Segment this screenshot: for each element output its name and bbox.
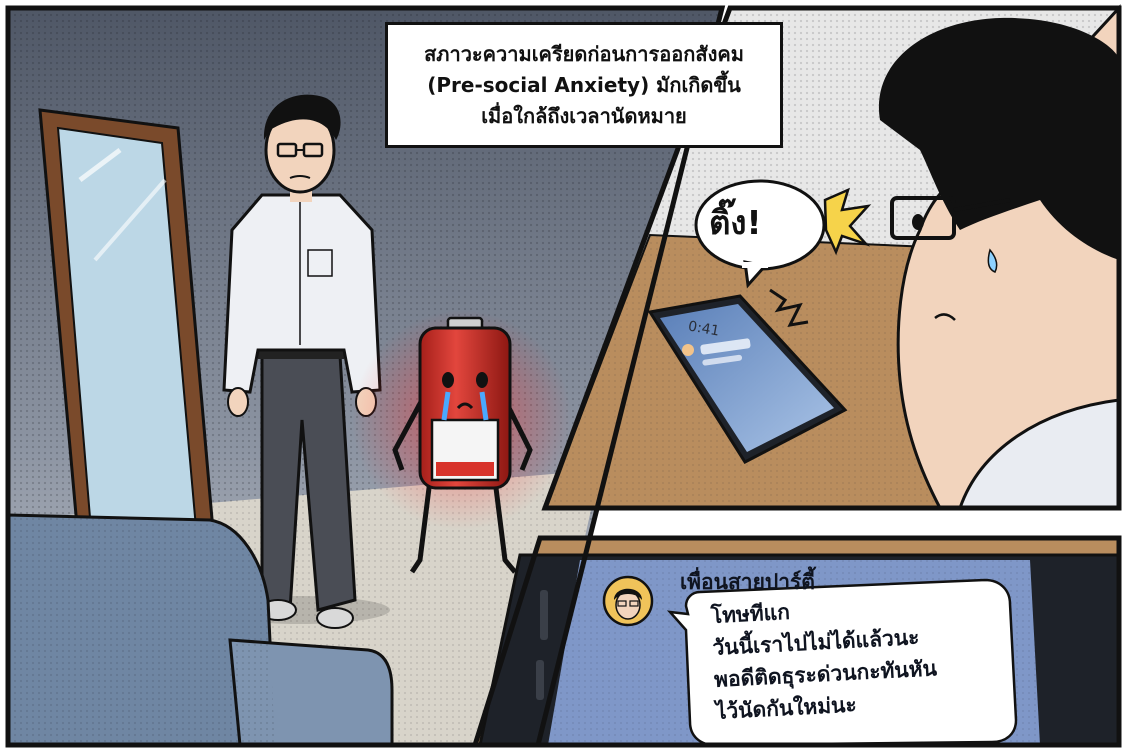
man-worried-face-illustration xyxy=(878,4,1121,510)
chat-message-text: โทษทีแก วันนี้เราไปไม่ได้แล้วนะ พอดีติดธ… xyxy=(710,585,1006,728)
panel-borders xyxy=(5,5,1122,748)
mirror-illustration xyxy=(37,108,216,602)
low-battery-character-illustration xyxy=(352,310,572,574)
smartphone-illustration xyxy=(647,294,848,464)
caption-line-1: สภาวะความเครียดก่อนการออกสังคม xyxy=(424,41,744,66)
notification-sound-effect: ติ๊ง! xyxy=(709,203,762,242)
vibration-mark xyxy=(769,288,809,327)
caption-line-2: (Pre-social Anxiety) มักเกิดขึ้น xyxy=(427,72,741,97)
sofa-illustration xyxy=(6,513,394,747)
man-standing-illustration xyxy=(210,94,390,629)
panel-chat-message xyxy=(475,538,1121,747)
sfx-speech-bubble xyxy=(694,179,826,289)
panel-phone-notification xyxy=(543,4,1121,510)
chat-sender-name: เพื่อนสายปาร์ตี้ xyxy=(680,570,815,594)
avatar xyxy=(602,575,654,627)
narration-caption-box: สภาวะความเครียดก่อนการออกสังคม (Pre-soci… xyxy=(385,22,783,148)
caption-line-3: เมื่อใกล้ถึงเวลานัดหมาย xyxy=(481,103,687,128)
surprise-flash-icon xyxy=(823,187,872,256)
